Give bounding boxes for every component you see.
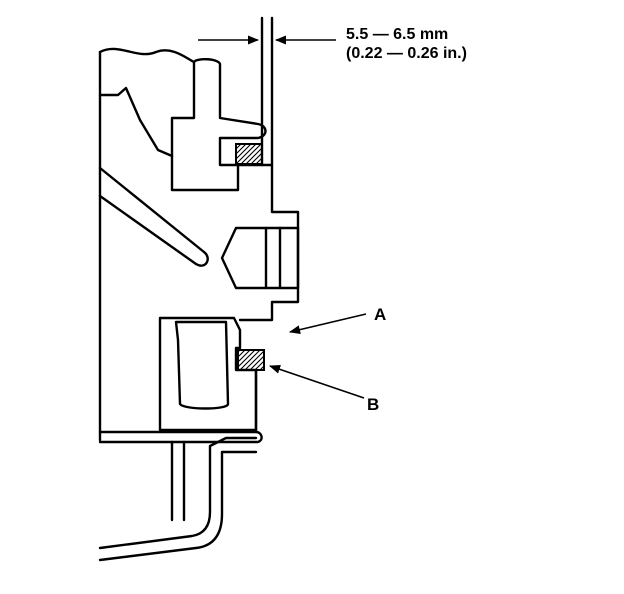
callout-leaders — [268, 313, 367, 399]
diagonal-rod — [98, 166, 209, 267]
lower-boss — [158, 316, 258, 432]
callout-a-label: A — [374, 305, 386, 324]
dimension-metric-label: 5.5 — 6.5 mm — [346, 26, 448, 43]
flange-face-lines — [260, 16, 274, 167]
upper-seal — [235, 143, 263, 165]
callout-b-label: B — [367, 395, 379, 414]
upper-boss — [170, 58, 267, 192]
shaft-hub — [220, 163, 300, 322]
lower-seal — [237, 349, 265, 371]
case-housing — [98, 47, 196, 442]
bottom-pan — [98, 368, 263, 562]
dimension-imperial-label: (0.22 — 0.26 in.) — [346, 45, 467, 62]
